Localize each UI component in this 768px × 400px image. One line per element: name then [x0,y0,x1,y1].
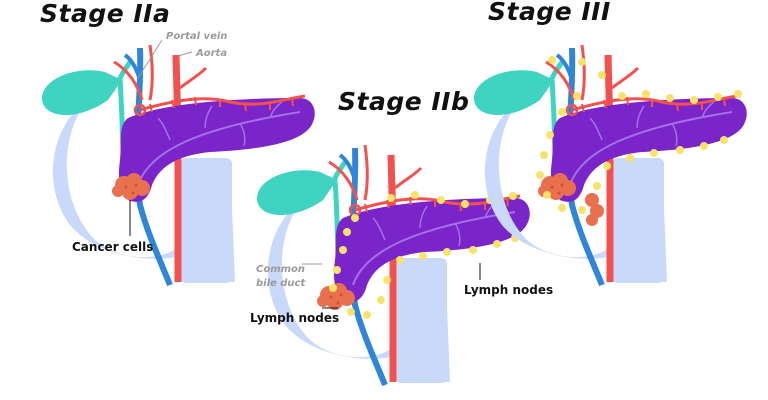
lymph-nodes-center-label: Lymph nodes [250,311,339,325]
stage-iib-title: Stage IIb [338,87,469,116]
stage-iii-title: Stage III [488,0,611,26]
aorta-leader [177,51,193,57]
lymph-nodes [536,56,742,214]
lymph-nodes-right-label: Lymph nodes [464,283,553,297]
stage-iia-title: Stage IIa [40,0,170,28]
aorta-label: Aorta [195,48,227,59]
stage-iii-figure [474,45,747,285]
portal-vein-leader [137,39,163,79]
lymph-nodes [329,191,519,319]
tumor-extension [585,193,604,226]
common-bile-duct-label-line2: bile duct [256,278,306,289]
cancer-cells-label: Cancer cells [72,240,153,254]
stage-iib-figure [257,145,530,385]
common-bile-duct-label-line1: Common [256,264,305,275]
portal-vein-label: Portal vein [166,31,227,42]
